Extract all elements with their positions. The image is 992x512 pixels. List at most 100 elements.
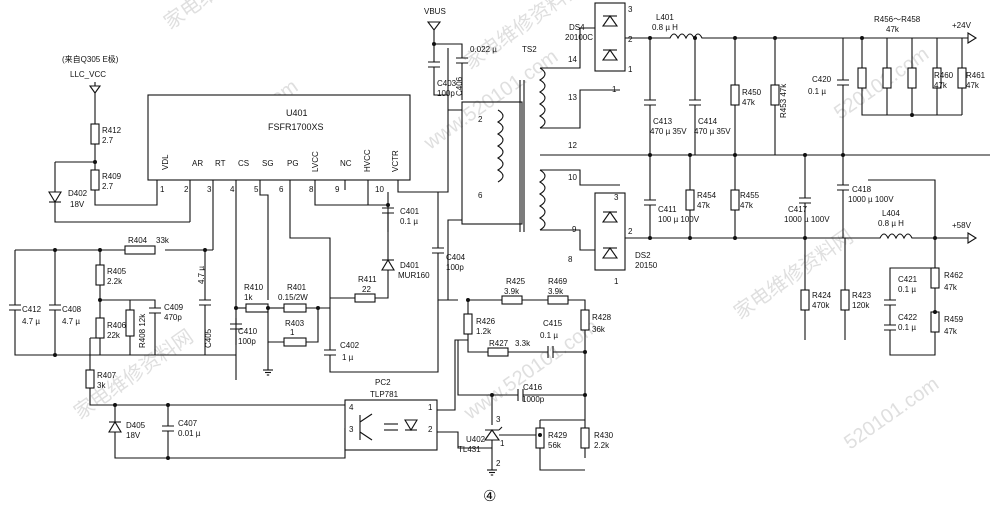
optocoupler-pc2 (344, 399, 438, 451)
c402-val: 1 µ (342, 353, 354, 362)
r459-val: 47k (944, 327, 958, 336)
capacitor-c416 (457, 340, 585, 425)
pin-name: PG (287, 159, 299, 168)
c420-ref: C420 (812, 75, 832, 84)
r459-ref: R459 (944, 315, 964, 324)
llc-vcc-label: LLC_VCC (70, 70, 106, 79)
l401-val: 0.8 µ H (652, 23, 678, 32)
resistor-r454 (685, 189, 695, 211)
ic-pin-wires (156, 48, 449, 380)
ic-part: FSFR1700XS (268, 122, 324, 132)
capacitor-c408 (49, 250, 61, 355)
resistor-r423 (840, 289, 850, 311)
pin-number: 1 (428, 403, 433, 412)
capacitor-c415 (508, 346, 585, 358)
capacitor-c417 (799, 155, 811, 238)
pin-number: 2 (184, 185, 189, 194)
wire (54, 161, 190, 223)
resistor-r410 (245, 303, 269, 313)
c406-val: 0.022 µ (470, 45, 497, 54)
resistor-r401 (283, 303, 307, 313)
capacitor-c420 (837, 38, 849, 155)
vbus-label: VBUS (424, 7, 446, 16)
ds4-ref: DS4 (569, 23, 585, 32)
resistor-r450 (730, 84, 740, 106)
resistor-r455 (730, 189, 740, 211)
c405-ref: C405 (204, 328, 213, 348)
resistor-r425 (501, 295, 523, 305)
r424-ref: R424 (812, 291, 832, 300)
capacitor-c404 (432, 192, 458, 301)
r428-val: 36k (592, 325, 606, 334)
pin-number: 1 (160, 185, 165, 194)
c414-val: 470 µ 35V (694, 127, 731, 136)
pin-number: 3 (628, 5, 633, 14)
r410-ref: R410 (244, 283, 264, 292)
r425-ref: R425 (506, 277, 526, 286)
pin-number: 8 (309, 185, 314, 194)
resistor-r460 (932, 67, 942, 89)
capacitor-c414 (689, 38, 701, 155)
r408-ref: R408 (138, 328, 147, 348)
r426-val: 1.2k (476, 327, 492, 336)
r407-val: 3k (97, 381, 106, 390)
c416-val: 1000p (522, 395, 545, 404)
capacitor-c409 (130, 299, 161, 355)
r453-ref: R453 (779, 98, 788, 118)
c422-val: 0.1 µ (898, 323, 916, 332)
c401-ref: C401 (400, 207, 420, 216)
u402-part: TL431 (458, 445, 481, 454)
diode-icon (601, 247, 619, 259)
diode-icon (601, 15, 619, 27)
r469-val: 3.9k (548, 287, 564, 296)
watermark-layer: 家电维修资料网 www.520101.com www.520101.com 家电… (70, 0, 943, 454)
resistor-r429 (535, 427, 545, 449)
watermark-url: www.520101.com (419, 46, 562, 155)
ground-icon (262, 369, 274, 376)
d401-val: MUR160 (398, 271, 430, 280)
transformer-secondary-wires (540, 27, 990, 251)
pin-number: 1 (628, 65, 633, 74)
wire (434, 43, 468, 100)
r455-ref: R455 (740, 191, 760, 200)
c403-val: 100p (437, 89, 455, 98)
r424-val: 470k (812, 301, 830, 310)
r406-val: 22k (107, 331, 121, 340)
r461-val: 47k (966, 81, 980, 90)
r412-val: 2.7 (102, 136, 114, 145)
ds4-part: 20100C (565, 33, 593, 42)
pin-number: 10 (568, 173, 577, 182)
c417-ref: C417 (788, 205, 808, 214)
output-arrow-icon (967, 32, 978, 44)
c415-ref: C415 (543, 319, 563, 328)
r408-val: 12k (138, 313, 147, 327)
d405-ref: D405 (126, 421, 146, 430)
wire (375, 240, 389, 299)
ground-icon (486, 469, 498, 476)
ts2-ref: TS2 (522, 45, 537, 54)
r426-ref: R426 (476, 317, 496, 326)
pin-number: 2 (478, 115, 483, 124)
r404-ref: R404 (128, 236, 148, 245)
r450-val: 47k (742, 98, 756, 107)
c409-ref: C409 (164, 303, 184, 312)
pin-name: VDL (161, 154, 170, 170)
c421-ref: C421 (898, 275, 918, 284)
c410-ref: C410 (238, 327, 258, 336)
capacitor-c402 (324, 300, 439, 373)
r429-ref: R429 (548, 431, 568, 440)
r427-val: 3.3k (515, 339, 531, 348)
capacitor-c407 (162, 405, 174, 458)
ic-pin-names: VDL AR RT CS SG PG LVCC NC HVCC VCTR (161, 149, 400, 172)
c416-ref: C416 (523, 383, 543, 392)
d402-val: 18V (70, 200, 85, 209)
c403-ref: C403 (437, 79, 457, 88)
diode-pack-ds4 (594, 2, 626, 72)
r425-val: 3.9k (504, 287, 520, 296)
resistor-r427 (487, 347, 509, 357)
primary-winding-icon (496, 109, 504, 183)
c418-val: 1000 µ 100V (848, 195, 894, 204)
r410-val: 1k (244, 293, 253, 302)
secondary-winding-24v-icon (538, 67, 546, 129)
pin-number: 2 (496, 459, 501, 468)
